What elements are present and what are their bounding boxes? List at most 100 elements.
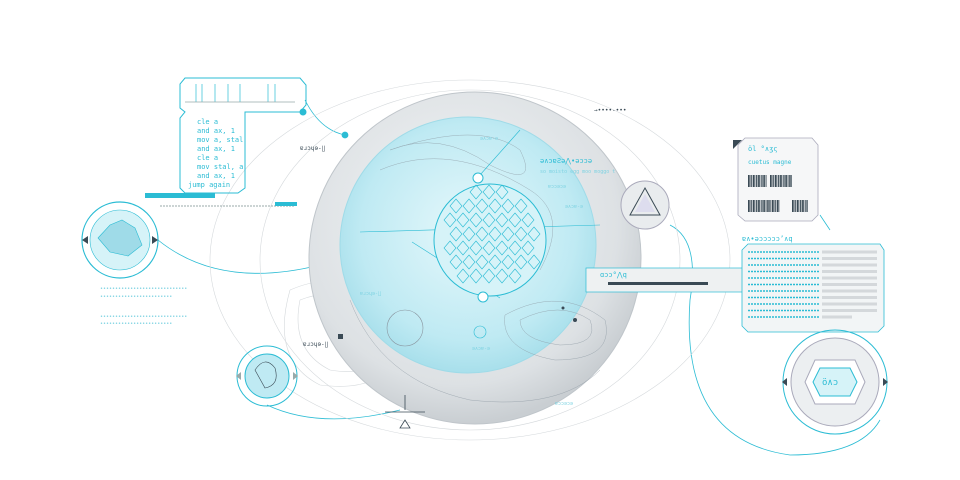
geodesic-cell (456, 240, 470, 256)
geodesic-cell (443, 240, 457, 256)
barcode-bar (754, 200, 756, 212)
barcode-bar (787, 175, 789, 187)
barcode-bar (760, 200, 762, 212)
data-row-bar (822, 302, 877, 306)
barcode-bar (804, 200, 806, 212)
sphere-label: ə∧ɔɐ-ə (480, 136, 498, 142)
geodesic-ball (433, 172, 547, 303)
data-row-bar (822, 289, 877, 293)
geodesic-cell (488, 198, 502, 214)
left-small-label: ɐɹɔɥɘ-∐ (300, 145, 325, 152)
sphere-label: ɐɹɔɥɘ-∐ (360, 291, 381, 297)
barcode-bar (764, 175, 765, 187)
geodesic-cell (482, 240, 496, 256)
code-line: and ax, 1 (197, 172, 235, 180)
geodesic-cell (501, 226, 515, 242)
barcode-bar (762, 175, 764, 187)
left-text-line: •••••••••••••••••••••••• (100, 294, 172, 300)
barcode-bar (751, 175, 753, 187)
barcode-bar (803, 200, 805, 212)
code-line: and ax, 1 (197, 127, 235, 135)
geodesic-cell (449, 226, 463, 242)
barcode-bar (796, 200, 799, 212)
badge-text: ö∧ɔ (822, 378, 838, 388)
geodesic-cell (443, 212, 457, 228)
left-text-line: ••••••••••••••••••••••••••••• (100, 314, 187, 320)
geodesic-cell (482, 268, 496, 284)
code-line: cle a (197, 154, 218, 162)
geodesic-cell (469, 268, 483, 284)
geodesic-cell (495, 212, 509, 228)
barcode-bar (773, 175, 775, 187)
geodesic-cell (449, 254, 463, 270)
barcode-bar (784, 175, 786, 187)
barcode-bar (754, 175, 756, 187)
geodesic-cell (456, 212, 470, 228)
barcode-bar (767, 200, 769, 212)
geodesic-cell (475, 226, 489, 242)
geodesic-cell (501, 198, 515, 214)
barcode-bar (759, 200, 761, 212)
barcode-bar (768, 200, 770, 212)
geodesic-cell (456, 268, 470, 284)
barcode-bar (779, 175, 781, 187)
barcode-bar (800, 200, 801, 212)
barcode-bar (760, 175, 762, 187)
id-card (733, 137, 819, 222)
main-sphere: ə∧ɔɐƧə⋀•əɔɔə so moisto egg moo moggo t ɐ… (308, 91, 642, 425)
barcode-bar (752, 175, 755, 187)
id-card-title: öl °∧ʒς (748, 145, 778, 153)
barcode-bar (776, 200, 779, 212)
sphere-label: ə∧ɔɐ-ə (472, 346, 490, 352)
code-line: cle a (197, 118, 218, 126)
geodesic-cell (488, 254, 502, 270)
sphere-subtitle: so moisto egg moo moggo t (540, 169, 615, 175)
code-line: mov stal, a (197, 163, 243, 171)
barcode-bar (781, 175, 783, 187)
barcode-bar (806, 200, 808, 212)
geodesic-cell (514, 254, 528, 270)
data-row-bar (822, 276, 877, 280)
bottom-left-label: ɐɹɔɥɘ-∐ (303, 341, 328, 348)
barcode-bar (790, 175, 792, 187)
bottom-left-scanner (236, 345, 298, 407)
data-row-bar (822, 263, 877, 267)
left-text-line: •••••••••••••••••••••••• (100, 321, 172, 327)
top-right-label: →••••-••• (594, 107, 627, 114)
geodesic-cell (527, 254, 541, 270)
geodesic-cell (449, 198, 463, 214)
geodesic-cell (501, 254, 515, 270)
geodesic-cell (475, 198, 489, 214)
id-card-name: cuetus magne (748, 159, 792, 166)
geodesic-cell (508, 212, 522, 228)
barcode-bar (778, 200, 780, 212)
geodesic-cell (469, 184, 483, 200)
barcode-bar (757, 175, 759, 187)
barcode-bar (757, 200, 759, 212)
barcode-bar (756, 200, 757, 212)
barcode-bar (792, 200, 794, 212)
data-row-bar (822, 296, 877, 299)
barcode-bar (764, 200, 765, 212)
barcode-bar (751, 200, 753, 212)
geodesic-cell (521, 240, 535, 256)
geodesic-cell (462, 198, 476, 214)
barcode-bar (756, 175, 757, 187)
barcode-bar (798, 200, 800, 212)
triangle-target (620, 180, 670, 230)
code-line: jump again (188, 181, 230, 189)
geodesic-cell (521, 212, 535, 228)
barcode-bar (749, 175, 751, 187)
barcode-bar (773, 200, 775, 212)
geodesic-cell (462, 226, 476, 242)
geodesic-cell (495, 268, 509, 284)
sphere-title: ə∧ɔɐƧə⋀•əɔɔə (540, 157, 592, 165)
code-panel (145, 77, 307, 207)
barcode-bar (762, 200, 764, 212)
barcode-bar (772, 200, 774, 212)
left-text-line: ••••••••••••••••••••••••••••• (100, 286, 187, 292)
geodesic-cell (508, 268, 522, 284)
barcode-bar (748, 200, 750, 212)
sphere-label: ɐɔɔəɔə (548, 184, 566, 190)
